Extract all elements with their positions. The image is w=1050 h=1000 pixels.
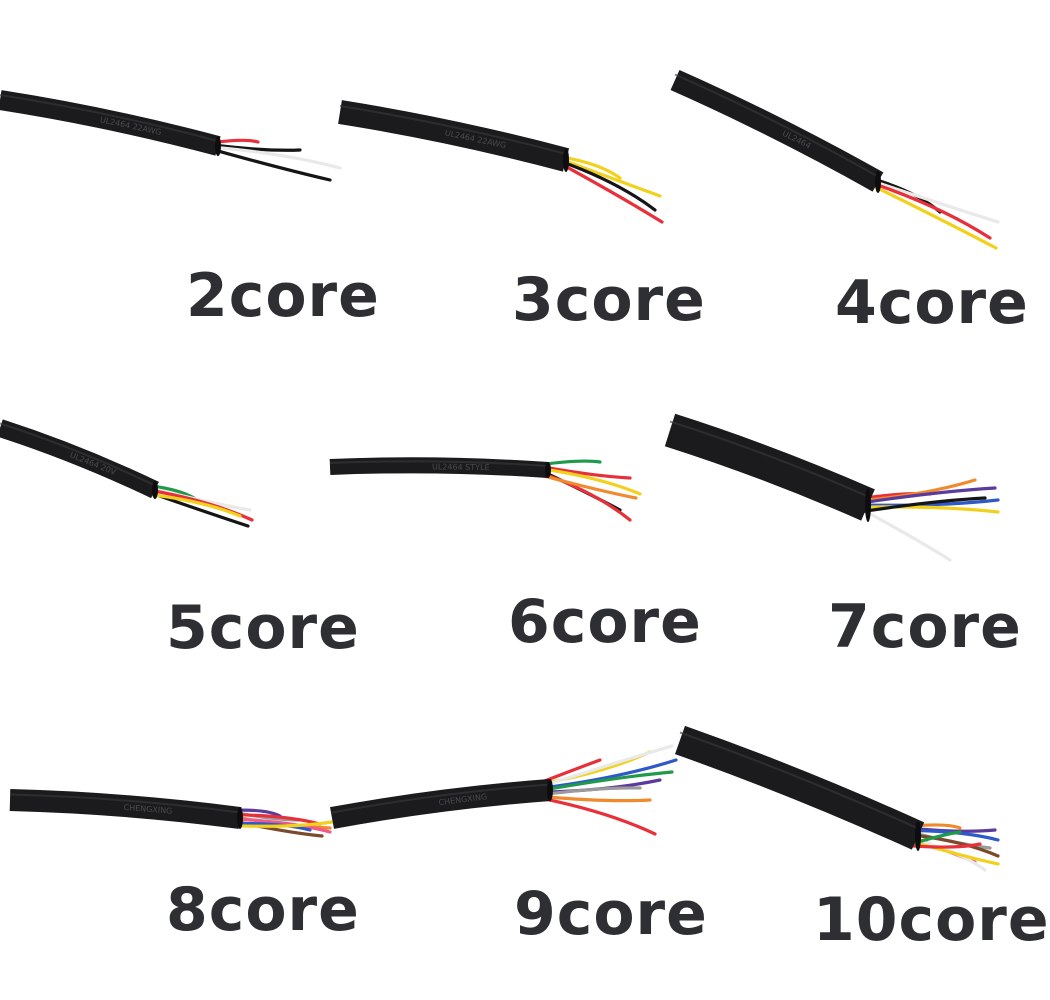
wire-white [542, 744, 674, 788]
jacket-9core [330, 779, 551, 829]
wire-blue [542, 758, 678, 790]
jacket-7core [664, 413, 875, 521]
jacket-end [545, 462, 551, 478]
cable-6core [329, 457, 642, 522]
jacket-2core [0, 90, 221, 156]
jacket-6core [329, 457, 549, 478]
wire-black [860, 496, 987, 514]
cable-3core [338, 100, 664, 224]
wire-gray [542, 786, 642, 796]
wire-black [210, 143, 302, 152]
label-3core: 3core [512, 265, 706, 335]
jacket-10core [675, 725, 925, 850]
jacket-end [237, 807, 243, 829]
label-6core: 6core [508, 587, 702, 657]
label-2core: 2core [186, 261, 380, 331]
jacket-end [865, 488, 871, 522]
jacket-end [215, 136, 221, 156]
jacket-highlight [9, 793, 241, 814]
jacket-highlight [679, 731, 919, 830]
wire-red [232, 813, 322, 826]
wire-pink [232, 817, 332, 834]
wire-black [210, 147, 332, 182]
wire-yellow [910, 839, 1000, 866]
jacket-5core [0, 419, 159, 499]
wire-yellow [147, 492, 242, 518]
cable-7core [664, 413, 1000, 562]
wire-brown [910, 833, 1000, 858]
wire-yellow [232, 820, 334, 828]
jacket-4core [670, 69, 884, 192]
jacket-end [915, 821, 921, 851]
wire-yellow [870, 183, 998, 250]
label-8core: 8core [166, 875, 360, 945]
wire-orange [540, 473, 638, 500]
cable-5core [0, 419, 254, 528]
jacket-highlight [669, 420, 869, 498]
wire-red [147, 488, 254, 522]
wire-red [870, 181, 992, 240]
jacket-highlight [0, 94, 219, 142]
wire-white [860, 507, 952, 562]
jacket-highlight [0, 422, 156, 487]
jacket-print: UL2464 STYLE [432, 462, 490, 472]
jacket-highlight [339, 105, 567, 155]
wire-red [558, 161, 664, 224]
jacket-end [547, 779, 553, 801]
cable-10core [675, 725, 1000, 872]
wire-black [558, 159, 657, 212]
wire-white [210, 145, 342, 170]
wire-green [542, 770, 674, 792]
jacket-3core [338, 100, 570, 172]
wire-white [870, 179, 1000, 224]
cable-4core [670, 69, 1000, 250]
wire-red [540, 465, 632, 480]
cable-2core [0, 90, 342, 182]
wire-yellow [558, 157, 662, 198]
wire-blue [860, 498, 1000, 507]
wire-green [540, 459, 602, 467]
jacket-end [152, 481, 158, 499]
wire-red [542, 758, 602, 783]
label-4core: 4core [835, 268, 1029, 338]
label-5core: 5core [166, 593, 360, 663]
wire-purple [860, 486, 997, 505]
jacket-highlight [329, 460, 549, 467]
label-10core: 10core [813, 885, 1050, 955]
jacket-highlight [674, 73, 879, 178]
jacket-end [875, 171, 881, 193]
jacket-highlight [331, 783, 551, 814]
wire-yellow [860, 505, 1000, 514]
cable-8core [9, 789, 334, 838]
jacket-print: CHENGXING [123, 803, 172, 816]
label-7core: 7core [828, 592, 1022, 662]
jacket-8core [9, 789, 242, 829]
label-9core: 9core [514, 879, 708, 949]
cable-9core [330, 744, 678, 836]
wire-orange [542, 795, 652, 803]
wire-red [542, 797, 657, 836]
jacket-end [563, 148, 569, 172]
wire-yellow [540, 467, 642, 496]
